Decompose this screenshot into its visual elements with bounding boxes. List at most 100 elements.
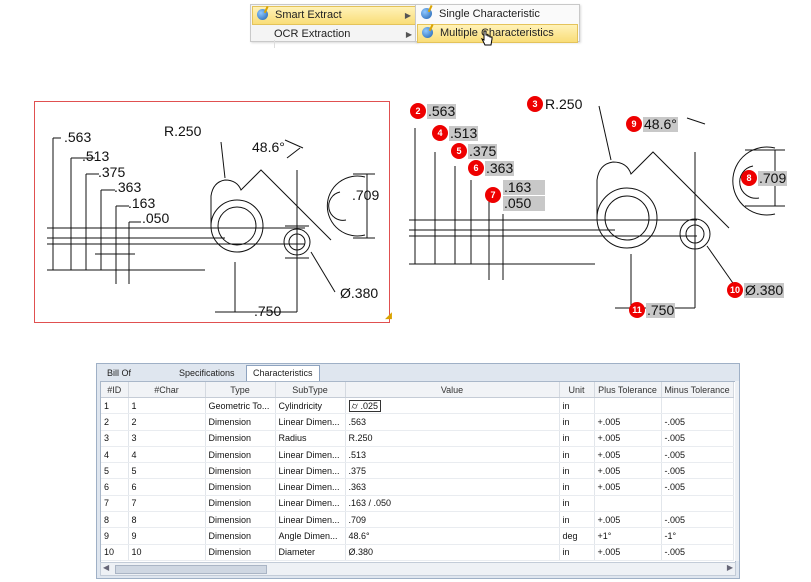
balloon-8[interactable]: 8 bbox=[741, 170, 757, 186]
table-cell[interactable]: 5 bbox=[128, 462, 206, 480]
table-cell[interactable]: 9 bbox=[101, 527, 129, 545]
table-cell[interactable]: +.005 bbox=[594, 413, 662, 431]
table-cell[interactable]: -.005 bbox=[661, 462, 734, 480]
balloon-2[interactable]: 2 bbox=[410, 103, 426, 119]
table-cell[interactable]: Angle Dimen... bbox=[275, 527, 346, 545]
table-cell[interactable]: .363 bbox=[345, 478, 560, 496]
drawing-left-panel[interactable]: .563 .513 .375 .363 .163 .050 R.250 48.6… bbox=[34, 101, 392, 323]
table-cell[interactable]: 8 bbox=[101, 511, 129, 529]
vertical-scrollbar[interactable] bbox=[735, 381, 739, 561]
table-cell[interactable]: Dimension bbox=[205, 462, 276, 480]
table-cell[interactable]: 5 bbox=[101, 462, 129, 480]
column-header[interactable]: Type bbox=[205, 382, 276, 398]
balloon-6[interactable]: 6 bbox=[468, 160, 484, 176]
table-cell[interactable]: 10 bbox=[128, 544, 206, 561]
table-cell[interactable]: -.005 bbox=[661, 544, 734, 561]
tab-bill-of-material[interactable]: Bill Of Material bbox=[107, 368, 139, 392]
table-cell[interactable]: 2 bbox=[128, 413, 206, 431]
menu-item-smart-extract[interactable]: Smart Extract ▶ bbox=[252, 6, 416, 25]
table-cell[interactable]: in bbox=[559, 495, 595, 513]
table-cell[interactable]: +.005 bbox=[594, 462, 662, 480]
table-cell[interactable]: 2 bbox=[101, 413, 129, 431]
table-cell[interactable]: Linear Dimen... bbox=[275, 446, 346, 464]
table-cell[interactable]: Dimension bbox=[205, 430, 276, 447]
table-cell[interactable]: in bbox=[559, 413, 595, 431]
table-cell[interactable]: -1° bbox=[661, 527, 734, 545]
scroll-left-icon[interactable]: ◀ bbox=[103, 563, 110, 572]
table-cell[interactable]: -.005 bbox=[661, 430, 734, 447]
balloon-7[interactable]: 7 bbox=[485, 187, 501, 203]
table-cell[interactable] bbox=[661, 397, 734, 415]
table-cell[interactable]: Dimension bbox=[205, 413, 276, 431]
menu-item-ocr-extraction[interactable]: OCR Extraction ▶ bbox=[252, 26, 416, 43]
table-cell[interactable]: 1 bbox=[128, 397, 206, 415]
table-cell[interactable]: 7 bbox=[101, 495, 129, 513]
column-header[interactable]: Unit bbox=[559, 382, 595, 398]
table-cell[interactable]: +.005 bbox=[594, 430, 662, 447]
table-cell[interactable]: 7 bbox=[128, 495, 206, 513]
table-cell[interactable]: Radius bbox=[275, 430, 346, 447]
table-cell[interactable]: in bbox=[559, 446, 595, 464]
menu-item-multiple-characteristics[interactable]: Multiple Characteristics bbox=[417, 24, 578, 43]
table-cell[interactable]: Dimension bbox=[205, 511, 276, 529]
table-cell[interactable]: Linear Dimen... bbox=[275, 495, 346, 513]
table-cell[interactable]: .375 bbox=[345, 462, 560, 480]
table-cell[interactable]: -.005 bbox=[661, 413, 734, 431]
table-cell[interactable]: 6 bbox=[101, 478, 129, 496]
table-cell[interactable]: +1° bbox=[594, 527, 662, 545]
table-cell[interactable]: Diameter bbox=[275, 544, 346, 561]
table-cell[interactable]: 4 bbox=[101, 446, 129, 464]
balloon-4[interactable]: 4 bbox=[432, 125, 448, 141]
table-cell[interactable]: Linear Dimen... bbox=[275, 511, 346, 529]
table-cell[interactable]: -.005 bbox=[661, 511, 734, 529]
table-cell[interactable]: 48.6° bbox=[345, 527, 560, 545]
table-cell[interactable] bbox=[594, 397, 662, 415]
table-cell[interactable]: +.005 bbox=[594, 478, 662, 496]
resize-grip-icon[interactable]: ◢ bbox=[385, 310, 392, 320]
balloon-3[interactable]: 3 bbox=[527, 96, 543, 112]
balloon-10[interactable]: 10 bbox=[727, 282, 743, 298]
table-cell[interactable]: R.250 bbox=[345, 430, 560, 447]
balloon-5[interactable]: 5 bbox=[451, 143, 467, 159]
table-cell[interactable]: in bbox=[559, 397, 595, 415]
table-cell[interactable]: Dimension bbox=[205, 527, 276, 545]
column-header[interactable]: #Char bbox=[128, 382, 206, 398]
tab-characteristics[interactable]: Characteristics bbox=[246, 365, 320, 381]
column-header[interactable]: SubType bbox=[275, 382, 346, 398]
table-cell[interactable]: Dimension bbox=[205, 544, 276, 561]
table-cell[interactable]: -.005 bbox=[661, 478, 734, 496]
scrollbar-thumb[interactable] bbox=[115, 565, 267, 574]
table-cell[interactable]: .513 bbox=[345, 446, 560, 464]
table-cell[interactable]: 8 bbox=[128, 511, 206, 529]
table-cell[interactable]: 10 bbox=[101, 544, 129, 561]
table-cell[interactable]: Linear Dimen... bbox=[275, 478, 346, 496]
table-cell[interactable]: in bbox=[559, 544, 595, 561]
table-cell[interactable]: in bbox=[559, 478, 595, 496]
table-cell[interactable]: -.005 bbox=[661, 446, 734, 464]
table-cell[interactable]: Ø.380 bbox=[345, 544, 560, 561]
column-header[interactable]: Value bbox=[345, 382, 560, 398]
table-cell[interactable]: .563 bbox=[345, 413, 560, 431]
table-cell[interactable]: 1 bbox=[101, 397, 129, 415]
table-cell[interactable]: Dimension bbox=[205, 478, 276, 496]
table-cell[interactable]: Dimension bbox=[205, 446, 276, 464]
table-cell[interactable]: .709 bbox=[345, 511, 560, 529]
table-cell[interactable]: in bbox=[559, 462, 595, 480]
table-cell[interactable]: Geometric To... bbox=[205, 397, 276, 415]
column-header[interactable]: Minus Tolerance bbox=[661, 382, 734, 398]
table-cell[interactable]: 6 bbox=[128, 478, 206, 496]
table-cell[interactable]: Linear Dimen... bbox=[275, 462, 346, 480]
tab-specifications[interactable]: Specifications bbox=[179, 368, 235, 378]
table-cell[interactable]: deg bbox=[559, 527, 595, 545]
table-cell[interactable]: 4 bbox=[128, 446, 206, 464]
table-cell[interactable]: +.005 bbox=[594, 511, 662, 529]
